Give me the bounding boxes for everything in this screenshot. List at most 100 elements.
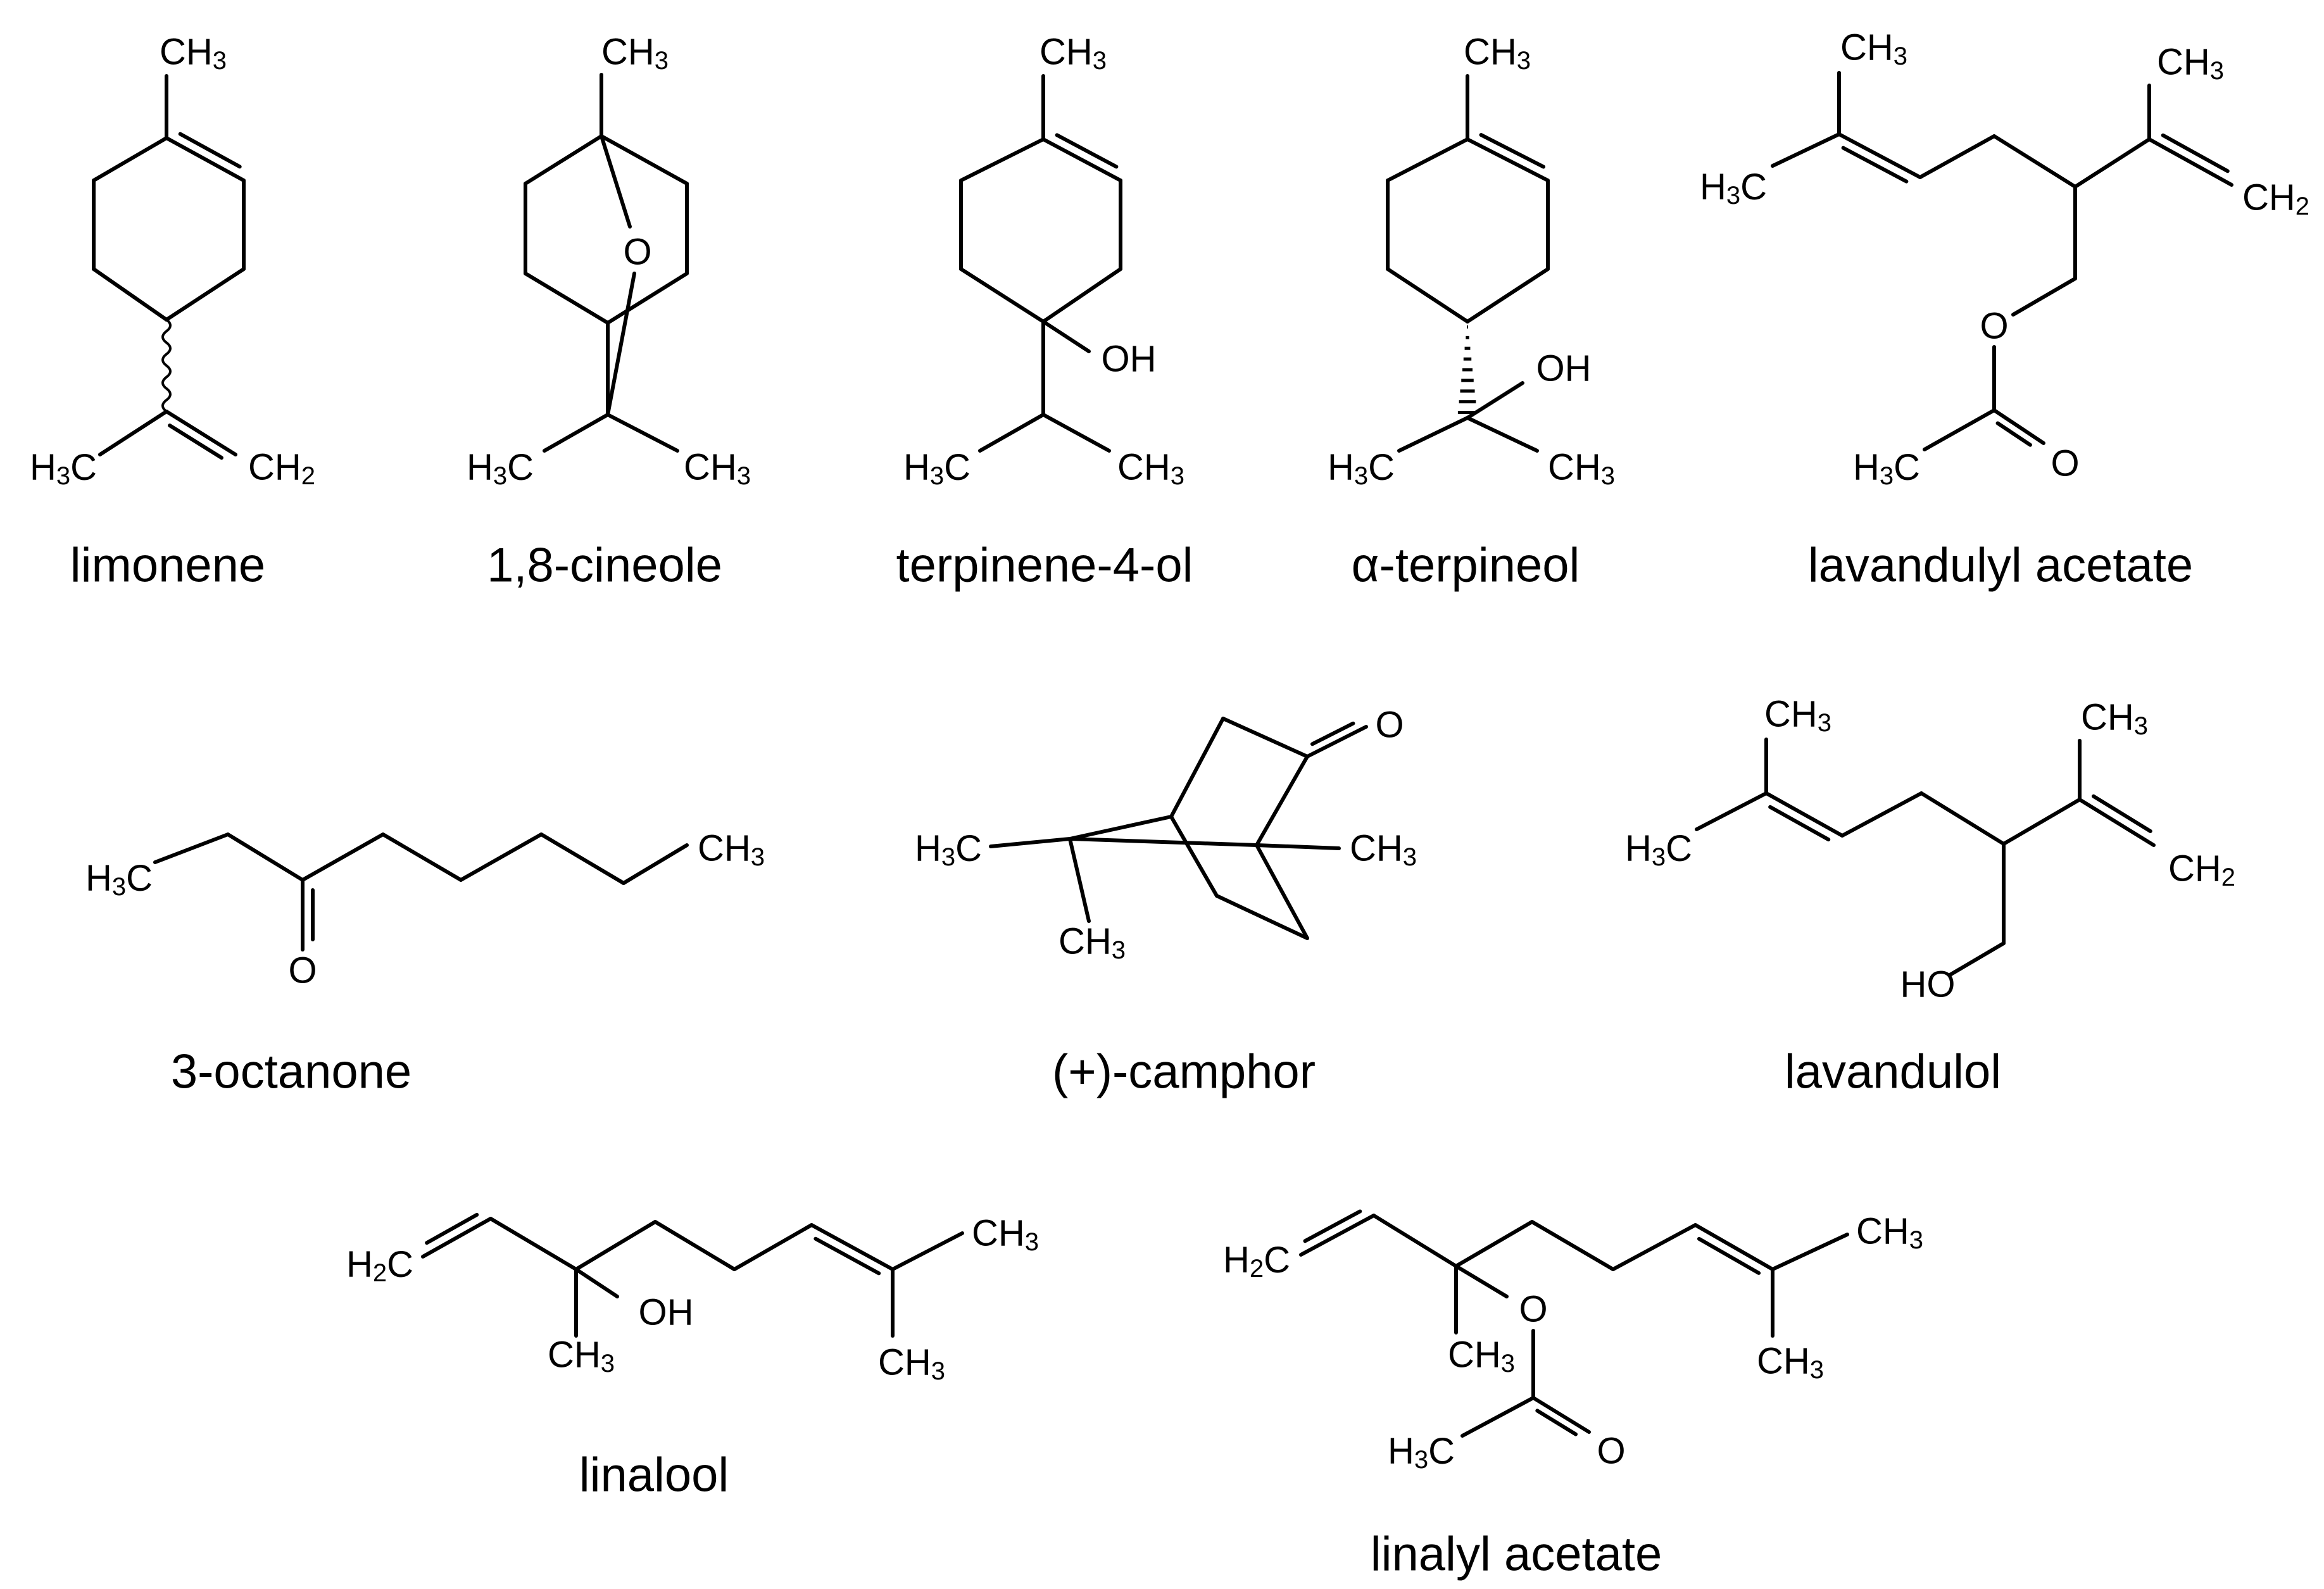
atom-label-h3c: H3C [85,858,153,901]
atom-label-h3c: H3C [467,447,534,491]
bond [653,1220,736,1271]
bond [1169,717,1225,819]
bond [1068,837,1259,847]
bond [1466,137,1550,182]
atom-label-h3c: H3C [1700,166,1767,210]
bond [425,1212,479,1245]
atom-label-ch3: CH3 [1448,1335,1515,1378]
atom-label-o: O [623,232,651,273]
bond [1695,791,1768,831]
atom-label-ch3: CH3 [1058,921,1126,965]
atom-label-ch3: CH3 [1040,32,1107,75]
bond [1221,717,1309,758]
atom-label-oh: OH [1536,348,1592,389]
atom-label-ch3: CH3 [1350,828,1417,872]
compound-name: lavandulol [1785,1045,2001,1099]
atom-label-ch3: CH3 [160,32,227,75]
bond [1303,1209,1362,1243]
atom-label-ch3: CH3 [1840,27,1907,71]
bond [98,410,168,456]
bond [1697,1236,1761,1275]
compound-name: terpinene-4-ol [896,539,1193,593]
bond [1255,843,1309,940]
atom-label-h2c: H2C [1223,1240,1290,1283]
atom-label-h3c: H3C [30,447,97,491]
bond [1397,416,1469,453]
bond [168,424,223,460]
atom-label-ch3: CH3 [698,828,765,872]
bond [574,1220,657,1271]
atom-label-ch3: CH3 [1764,694,1831,738]
bond [1535,1409,1578,1436]
atom-label-ch3: CH3 [2081,697,2148,741]
bond [92,267,168,322]
bond [165,410,237,456]
bond [1611,1223,1697,1271]
atom-label-ch3: CH3 [1117,447,1184,491]
atom-label-ch3: CH3 [1856,1211,1923,1255]
bond [1215,894,1309,940]
bond [165,136,246,182]
bond [1386,137,1469,182]
atom-label-h3c: H3C [903,447,970,491]
bond [165,267,246,322]
bond [1255,843,1341,850]
bond [1068,837,1091,923]
bond [1923,408,1996,451]
bond [524,272,610,325]
atom-label-ch3: CH3 [878,1342,945,1386]
atom-label-ch3: CH3 [548,1335,615,1378]
bond [732,1223,813,1271]
compound-name: (+)-camphor [1052,1045,1316,1099]
bond [1466,381,1524,420]
bond [978,413,1045,453]
compound-name: 1,8-cineole [487,539,722,593]
bond [959,267,1045,323]
compound-name: limonene [70,539,265,593]
compound-name: 3-octanone [171,1045,411,1099]
bond [1460,1396,1535,1438]
bond [381,832,463,882]
bond [959,137,1045,182]
bond [1041,320,1091,353]
bond [1299,1214,1376,1257]
atom-label-h3c: H3C [1328,447,1395,491]
bond [1995,421,2032,447]
bond [810,1223,895,1271]
atom-label-ch3: CH3 [601,32,669,75]
compound-name: α-terpineol [1352,539,1580,593]
bond [153,832,230,864]
atom-label-ch2: CH2 [2242,177,2309,221]
bond [421,1217,493,1259]
bond [2073,137,2151,189]
atom-label-o: O [2051,443,2079,484]
bond [543,413,610,453]
bond [1764,791,1844,838]
bond [1068,815,1173,841]
atom-label-o: O [288,950,317,991]
bond [2147,137,2233,187]
bond [301,832,385,882]
bond [1255,755,1309,847]
bond [813,1236,881,1276]
bond [989,837,1072,848]
bond [2078,798,2156,847]
bond [2011,277,2077,317]
atom-label-ch3: CH3 [1548,447,1615,491]
bond [1041,413,1111,453]
bond [1771,132,1841,168]
bond [1454,1220,1534,1268]
atom-label-o: O [1597,1431,1625,1472]
bond [574,1267,619,1298]
bond [1466,267,1550,323]
bond [1771,1233,1849,1271]
